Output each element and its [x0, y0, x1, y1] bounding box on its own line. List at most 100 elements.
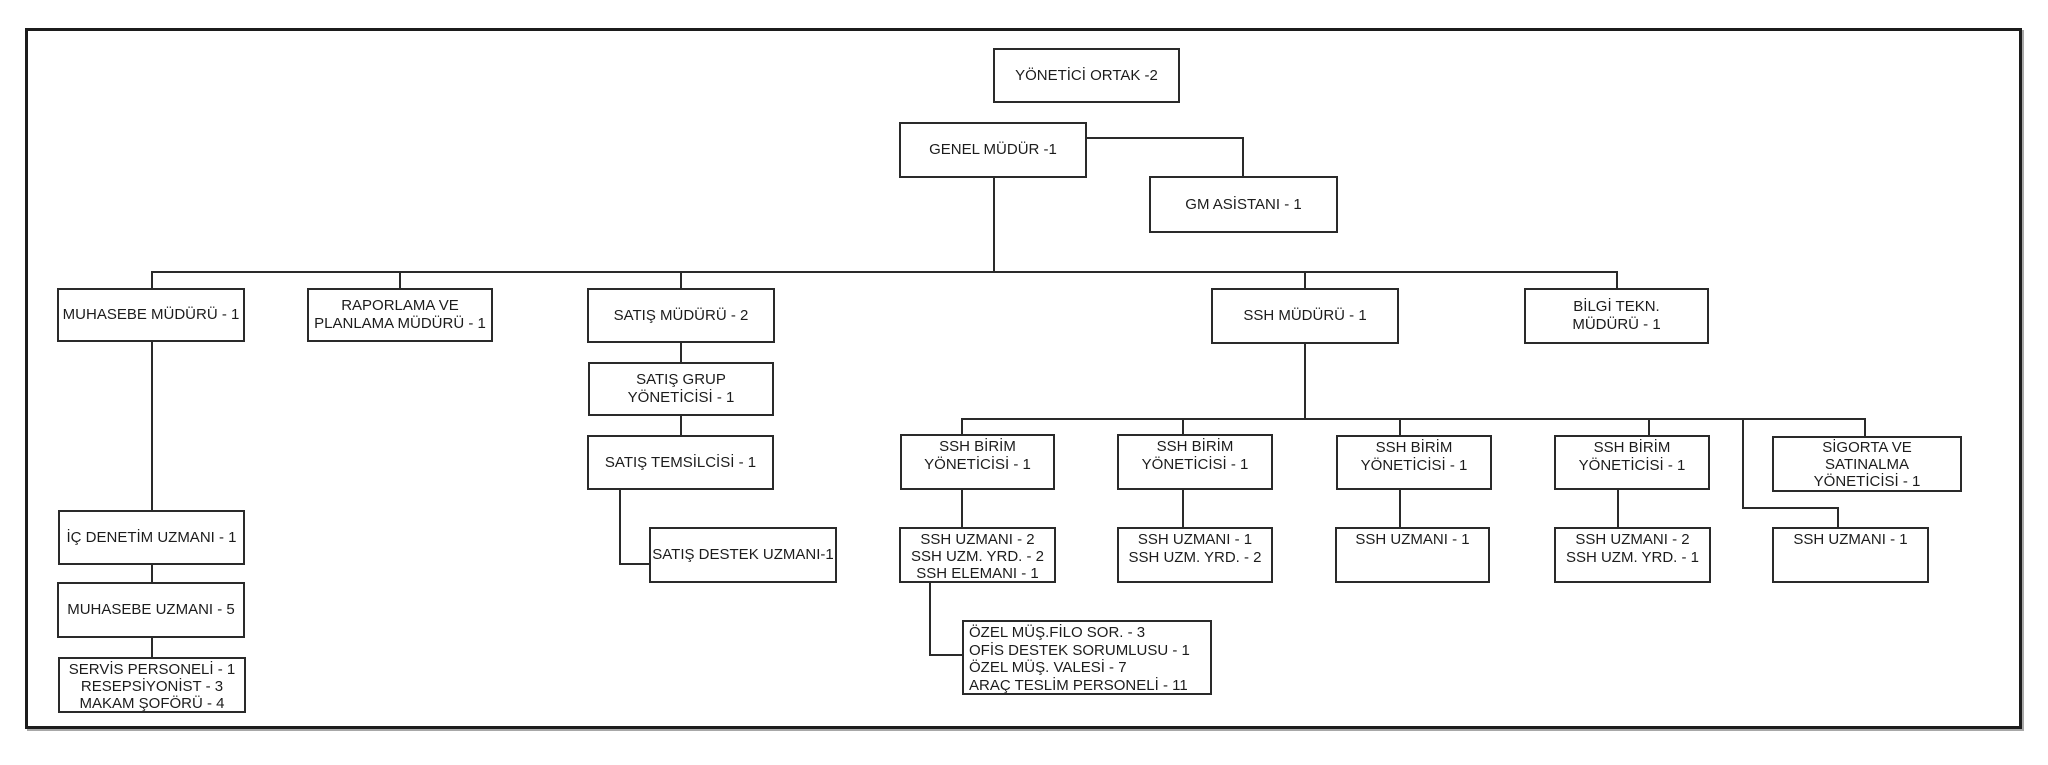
connector-bypass-h [1742, 507, 1839, 509]
node-ssh-birim-yoneticisi-1: SSH BİRİM YÖNETİCİSİ - 1 [900, 434, 1055, 490]
node-label: YÖNETİCİ ORTAK -2 [1015, 66, 1158, 84]
node-ic-denetim-uzmani: İÇ DENETİM UZMANI - 1 [58, 510, 245, 565]
connector-grup-temsilci [680, 416, 682, 436]
node-raporlama-muduru: RAPORLAMA VE PLANLAMA MÜDÜRÜ - 1 [307, 288, 493, 342]
node-label: SSH UZM. YRD. - 2 [1128, 549, 1262, 566]
node-label: SSH UZM. YRD. - 2 [910, 548, 1045, 565]
node-label: YÖNETİCİSİ - 1 [1578, 457, 1686, 474]
node-sigorta-satinalma-yoneticisi: SİGORTA VE SATINALMA YÖNETİCİSİ - 1 [1772, 436, 1962, 492]
node-genel-mudur: GENEL MÜDÜR -1 [899, 122, 1087, 178]
chart-outer-frame [25, 28, 2022, 729]
node-label: SSH UZMANI - 1 [1137, 531, 1253, 548]
connector-drop-birim2 [1182, 418, 1184, 436]
node-label: GENEL MÜDÜR -1 [929, 141, 1057, 158]
node-label: SSH BİRİM [1156, 438, 1234, 455]
connector-drop-sigorta [1864, 418, 1866, 438]
node-label: İÇ DENETİM UZMANI - 1 [66, 528, 237, 546]
node-label: SSH MÜDÜRÜ - 1 [1243, 307, 1367, 324]
node-label: SSH UZMANI - 2 [1575, 531, 1690, 548]
node-satis-destek-uzmani: SATIŞ DESTEK UZMANI-1 [649, 527, 837, 583]
node-label: ARAÇ TESLİM PERSONELİ - 11 [969, 676, 1188, 694]
node-label: RESEPSİYONİST - 3 [80, 678, 224, 695]
connector-satis-grup [680, 343, 682, 363]
node-satis-grup-yoneticisi: SATIŞ GRUP YÖNETİCİSİ - 1 [588, 362, 774, 416]
connector-bypass-v1 [1742, 418, 1744, 509]
node-ssh-birim-yoneticisi-2: SSH BİRİM YÖNETİCİSİ - 1 [1117, 434, 1273, 490]
node-ssh-ekip-5: SSH UZMANI - 1 [1772, 527, 1929, 583]
node-label: SATIŞ GRUP [636, 371, 726, 388]
node-label: YÖNETİCİSİ - 1 [1813, 472, 1921, 490]
node-satis-temsilcisi: SATIŞ TEMSİLCİSİ - 1 [587, 435, 774, 490]
node-label: SSH BİRİM [939, 438, 1016, 455]
node-label: PLANLAMA MÜDÜRÜ - 1 [314, 315, 486, 332]
connector-ekip1-ozel-v [929, 583, 931, 656]
connector-genel-to-asistan-v [1242, 137, 1244, 178]
node-label: SATINALMA [1825, 455, 1909, 473]
node-ssh-muduru: SSH MÜDÜRÜ - 1 [1211, 288, 1399, 344]
node-label: OFİS DESTEK SORUMLUSU - 1 [969, 641, 1190, 659]
node-satis-muduru: SATIŞ MÜDÜRÜ - 2 [587, 288, 775, 343]
node-label: SERVİS PERSONELİ - 1 [68, 661, 236, 678]
node-label: SSH UZMANI - 1 [1793, 531, 1908, 548]
node-label: MUHASEBE UZMANI - 5 [67, 601, 235, 618]
node-ozel-musteri-ekibi: ÖZEL MÜŞ.FİLO SOR. - 3 OFİS DESTEK SORUM… [962, 620, 1212, 695]
node-ssh-birim-yoneticisi-4: SSH BİRİM YÖNETİCİSİ - 1 [1554, 435, 1710, 490]
connector-birim2-ekip2 [1182, 490, 1184, 529]
node-ssh-ekip-1: SSH UZMANI - 2 SSH UZM. YRD. - 2 SSH ELE… [899, 527, 1056, 583]
node-label: SSH BİRİM [1375, 439, 1453, 456]
node-ssh-ekip-3: SSH UZMANI - 1 [1335, 527, 1490, 583]
node-label: YÖNETİCİSİ - 1 [1360, 457, 1468, 474]
connector-drop-birim1 [961, 418, 963, 436]
connector-muhasebe-denetim [151, 342, 153, 510]
connector-ssh-trunk [1304, 344, 1306, 420]
connector-genel-trunk [993, 178, 995, 273]
node-label: MÜDÜRÜ - 1 [1572, 316, 1661, 333]
connector-temsilci-destek-v [619, 490, 621, 565]
node-label: YÖNETİCİSİ - 1 [1141, 456, 1249, 473]
node-label: RAPORLAMA VE [341, 297, 459, 314]
connector-birim1-ekip1 [961, 490, 963, 529]
node-label: SATIŞ MÜDÜRÜ - 2 [613, 306, 749, 324]
node-label: MUHASEBE MÜDÜRÜ - 1 [62, 306, 240, 323]
node-yonetici-ortak: YÖNETİCİ ORTAK -2 [993, 48, 1180, 103]
connector-ssh-bus [961, 418, 1866, 420]
connector-genel-to-asistan-h [1087, 137, 1244, 139]
node-label: GM ASİSTANI - 1 [1185, 195, 1302, 213]
connector-drop-birim4 [1648, 418, 1650, 437]
node-bilgi-tekn-muduru: BİLGİ TEKN. MÜDÜRÜ - 1 [1524, 288, 1709, 344]
node-ssh-birim-yoneticisi-3: SSH BİRİM YÖNETİCİSİ - 1 [1336, 435, 1492, 490]
connector-birim4-ekip4 [1617, 490, 1619, 529]
node-muhasebe-uzmani: MUHASEBE UZMANI - 5 [57, 582, 245, 638]
node-muhasebe-muduru: MUHASEBE MÜDÜRÜ - 1 [57, 288, 245, 342]
node-ssh-ekip-2: SSH UZMANI - 1 SSH UZM. YRD. - 2 [1117, 527, 1273, 583]
node-label: YÖNETİCİSİ - 1 [627, 389, 735, 406]
node-label: ÖZEL MÜŞ. VALESİ - 7 [969, 659, 1127, 676]
node-label: SSH UZMANI - 1 [1355, 531, 1470, 548]
node-gm-asistani: GM ASİSTANI - 1 [1149, 176, 1338, 233]
connector-denetim-uzman [151, 565, 153, 583]
connector-ekip1-ozel-h [929, 654, 964, 656]
connector-department-bus [151, 271, 1618, 273]
node-label: MAKAM ŞOFÖRÜ - 4 [79, 695, 225, 712]
connector-drop-raporlama [399, 271, 401, 290]
node-label: SATIŞ DESTEK UZMANI-1 [652, 546, 834, 563]
node-label: SSH ELEMANI - 1 [916, 565, 1039, 582]
node-label: YÖNETİCİSİ - 1 [924, 456, 1031, 473]
node-label: ÖZEL MÜŞ.FİLO SOR. - 3 [969, 624, 1146, 641]
connector-drop-muhasebe [151, 271, 153, 290]
node-label: SATIŞ TEMSİLCİSİ - 1 [604, 453, 757, 471]
connector-drop-satis [680, 271, 682, 290]
connector-uzman-servis [151, 638, 153, 658]
connector-birim3-ekip3 [1399, 490, 1401, 529]
connector-bypass-v2 [1837, 507, 1839, 529]
connector-drop-ssh [1304, 271, 1306, 290]
node-label: SSH BİRİM [1593, 439, 1671, 456]
connector-drop-bilgi [1616, 271, 1618, 290]
connector-drop-birim3 [1399, 418, 1401, 437]
node-label: SSH UZMANI - 2 [920, 531, 1035, 548]
connector-temsilci-destek-h [619, 563, 651, 565]
node-ssh-ekip-4: SSH UZMANI - 2 SSH UZM. YRD. - 1 [1554, 527, 1711, 583]
node-label: SİGORTA VE [1822, 438, 1912, 456]
node-label: SSH UZM. YRD. - 1 [1565, 549, 1700, 566]
